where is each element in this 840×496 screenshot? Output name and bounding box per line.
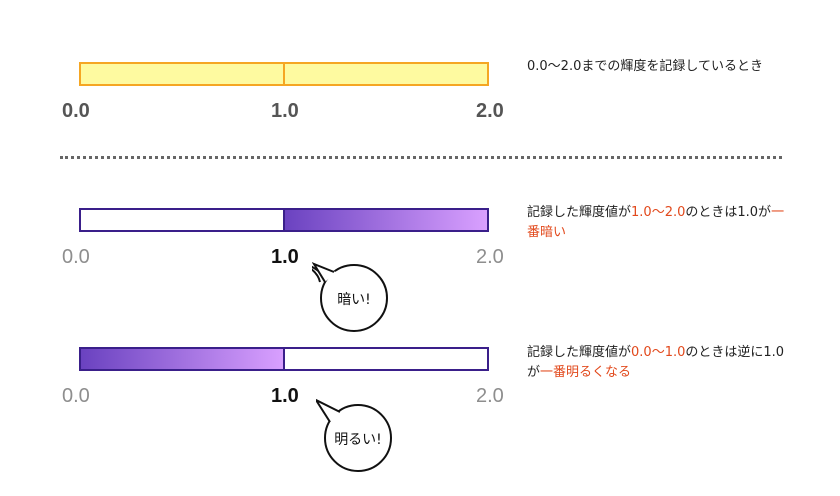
bar-midpoint-line [283,210,285,230]
tick-label-mid: 1.0 [271,385,299,407]
tick-label-min: 0.0 [62,385,90,407]
tick-label-mid: 1.0 [271,246,299,268]
tick-label-max: 2.0 [476,246,504,268]
dark-half-bar [79,347,489,371]
bubble-text-dark: 暗い! [337,292,371,308]
bright-half-bar [79,208,489,232]
description-dark: 記録した輝度値が1.0〜2.0のときは1.0が一番暗い [527,205,785,240]
tick-label-min: 0.0 [62,100,90,122]
gradient-segment-left [81,349,284,369]
gradient-segment-right [284,210,487,230]
bar-midpoint-line [283,349,285,369]
description-bright: 記録した輝度値が0.0〜1.0のときは逆に1.0が一番明るくなる [527,345,785,380]
speech-bubble-shape [303,261,388,332]
bubble-text-bright: 明るい! [334,432,382,448]
luminance-range-bar [79,62,489,86]
tick-label-max: 2.0 [476,385,504,407]
tick-label-max: 2.0 [476,100,504,122]
section-divider [60,156,782,159]
speech-bubble-bright: 明るい! [313,396,400,480]
bar-midpoint-line [283,64,285,84]
tick-label-mid: 1.0 [271,100,299,122]
speech-bubble-shape [313,397,392,472]
speech-bubble-dark: 暗い! [303,258,396,342]
tick-label-min: 0.0 [62,246,90,268]
description-range: 0.0〜2.0までの輝度を記録しているとき [527,59,763,74]
